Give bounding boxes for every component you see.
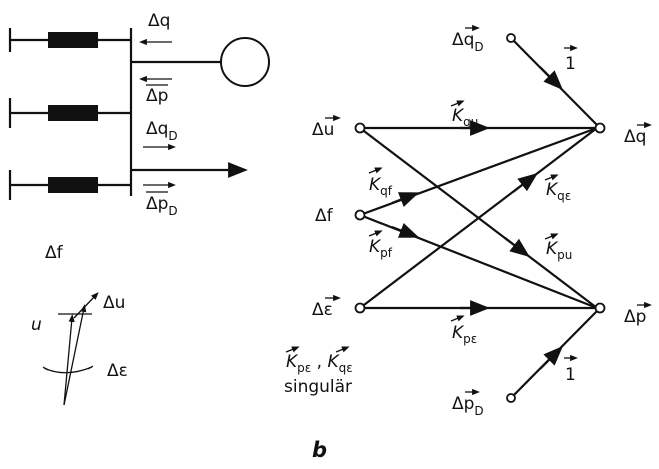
signal-flow-graph: ΔqD Δu Δf Δε Δq Δp ΔpD 1 1 (284, 24, 652, 418)
label-node-dp: Δp (624, 301, 652, 327)
label-edge-Kqf: Kqf (368, 167, 393, 198)
node-dp (594, 302, 606, 314)
svg-text:Kqu: Kqu (452, 106, 478, 129)
edge-Kqe (359, 127, 598, 309)
label-dq: Δq (148, 11, 170, 31)
label-edge-Kpe: Kpε (450, 315, 477, 346)
label-node-df: Δf (315, 206, 334, 226)
label-node-dq: Δq (624, 121, 652, 147)
label-df: Δf (45, 243, 64, 263)
singular-note: Kpε , Kqε singulär (284, 346, 353, 397)
node-dq (594, 122, 606, 134)
network-sketch: Δq Δp ΔqD ΔpD Δf (8, 11, 270, 263)
svg-text:ΔpD: ΔpD (452, 394, 484, 418)
svg-text:Kpu: Kpu (546, 239, 572, 262)
phasor-label-du: Δu (103, 293, 125, 313)
label-node-dqD: ΔqD (452, 24, 484, 54)
node-de (354, 302, 366, 314)
label-edge-Kqe: Kqε (544, 174, 571, 203)
phasor-label-de: Δε (107, 361, 128, 381)
label-dqD: ΔqD (146, 119, 178, 143)
svg-text:Kqf: Kqf (369, 175, 393, 198)
label-node-du: Δu (312, 114, 341, 140)
svg-text:singulär: singulär (284, 377, 352, 397)
node-dpD (506, 393, 516, 403)
svg-text:Δp: Δp (624, 307, 646, 327)
svg-text:Kpf: Kpf (369, 237, 393, 260)
label-edge-Kpf: Kpf (368, 230, 393, 260)
svg-text:Kpε , Kqε: Kpε , Kqε (286, 352, 353, 375)
generator-circle (220, 37, 270, 87)
branch-2 (8, 98, 131, 128)
svg-text:Kpε: Kpε (452, 323, 477, 346)
svg-text:ΔpD: ΔpD (146, 194, 178, 218)
svg-text:Kqε: Kqε (546, 180, 571, 203)
branch-3 (8, 170, 131, 200)
branch-1 (8, 28, 131, 52)
node-df (354, 209, 366, 221)
svg-text:Δp: Δp (146, 86, 168, 106)
figure-caption: b (312, 438, 327, 462)
node-du (354, 122, 366, 134)
label-edge-one-top: 1 (564, 44, 578, 74)
label-dp: Δp (146, 84, 168, 106)
svg-text:Δu: Δu (312, 120, 334, 140)
phasor-sketch: u Δu Δε (31, 292, 128, 406)
impedance-block (48, 32, 98, 48)
svg-text:ΔqD: ΔqD (452, 30, 484, 54)
label-edge-Kpu: Kpu (544, 233, 572, 262)
label-node-dpD: ΔpD (452, 388, 484, 418)
label-node-de: Δε (312, 294, 341, 320)
impedance-block (48, 177, 98, 193)
node-dqD (506, 33, 516, 43)
label-edge-Kqu: Kqu (450, 100, 478, 129)
svg-text:1: 1 (565, 365, 576, 385)
label-dpD: ΔpD (146, 191, 178, 218)
svg-text:1: 1 (565, 54, 576, 74)
impedance-block (48, 105, 98, 121)
svg-text:Δε: Δε (312, 300, 333, 320)
phasor-label-u: u (31, 315, 42, 335)
svg-text:Δq: Δq (624, 127, 646, 147)
label-edge-one-bot: 1 (564, 354, 578, 385)
